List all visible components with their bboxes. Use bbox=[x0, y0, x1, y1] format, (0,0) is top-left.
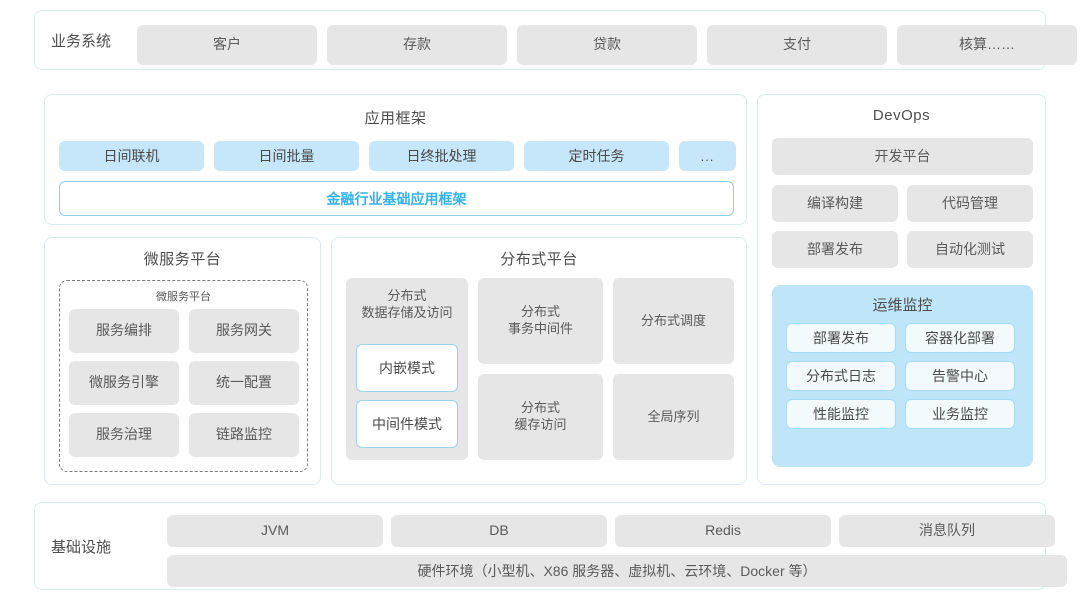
business-systems-panel: 业务系统 客户 存款 贷款 支付 核算…… bbox=[34, 10, 1077, 70]
storage-mode-middleware[interactable]: 中间件模式 bbox=[356, 400, 458, 448]
ops-monitoring-group: 运维监控 部署发布 容器化部署 分布式日志 告警中心 性能监控 业务监控 bbox=[772, 285, 1033, 467]
business-item-customer[interactable]: 客户 bbox=[137, 25, 317, 65]
distributed-transaction-middleware[interactable]: 分布式 事务中间件 bbox=[478, 278, 603, 364]
infrastructure-items: JVM DB Redis 消息队列 bbox=[167, 515, 1055, 547]
microservice-inner-group: 微服务平台 服务编排 服务网关 微服务引擎 统一配置 服务治理 链路监控 bbox=[59, 280, 308, 472]
application-framework-panel: 应用框架 日间联机 日间批量 日终批处理 定时任务 ... 金融行业基础应用框架 bbox=[44, 94, 747, 225]
distributed-platform-panel: 分布式平台 分布式 数据存储及访问 内嵌模式 中间件模式 分布式 事务中间件 分… bbox=[331, 237, 747, 485]
infrastructure-item-jvm[interactable]: JVM bbox=[167, 515, 383, 547]
business-item-deposit[interactable]: 存款 bbox=[327, 25, 507, 65]
business-systems-list: 客户 存款 贷款 支付 核算…… bbox=[137, 25, 1077, 65]
microservice-item-trace-monitor[interactable]: 链路监控 bbox=[189, 413, 299, 457]
distributed-cache-access[interactable]: 分布式 缓存访问 bbox=[478, 374, 603, 460]
infrastructure-item-message-queue[interactable]: 消息队列 bbox=[839, 515, 1055, 547]
microservice-items: 服务编排 服务网关 微服务引擎 统一配置 服务治理 链路监控 bbox=[69, 309, 299, 457]
application-framework-items: 日间联机 日间批量 日终批处理 定时任务 ... bbox=[59, 141, 736, 171]
devops-panel: DevOps 开发平台 编译构建 代码管理 部署发布 自动化测试 运维监控 部署… bbox=[757, 94, 1046, 485]
business-item-loan[interactable]: 贷款 bbox=[517, 25, 697, 65]
business-item-accounting[interactable]: 核算…… bbox=[897, 25, 1077, 65]
microservice-item-unified-config[interactable]: 统一配置 bbox=[189, 361, 299, 405]
app-framework-item-eod-batch[interactable]: 日终批处理 bbox=[369, 141, 514, 171]
ops-item-business-monitor[interactable]: 业务监控 bbox=[905, 399, 1015, 429]
distributed-storage-label-line1: 分布式 bbox=[387, 288, 427, 303]
distributed-storage-group[interactable]: 分布式 数据存储及访问 内嵌模式 中间件模式 bbox=[346, 278, 468, 460]
ops-item-distributed-log[interactable]: 分布式日志 bbox=[786, 361, 896, 391]
app-framework-item-daytime-batch[interactable]: 日间批量 bbox=[214, 141, 359, 171]
storage-mode-embedded[interactable]: 内嵌模式 bbox=[356, 344, 458, 392]
hardware-environment[interactable]: 硬件环境（小型机、X86 服务器、虚拟机、云环境、Docker 等） bbox=[167, 555, 1067, 587]
microservice-item-gateway[interactable]: 服务网关 bbox=[189, 309, 299, 353]
distributed-cache-line1: 分布式 bbox=[520, 400, 560, 416]
distributed-tx-line1: 分布式 bbox=[520, 304, 560, 320]
business-systems-label: 业务系统 bbox=[51, 32, 112, 50]
ops-monitoring-items: 部署发布 容器化部署 分布式日志 告警中心 性能监控 业务监控 bbox=[786, 323, 1015, 429]
devops-item-compile-build[interactable]: 编译构建 bbox=[772, 185, 898, 222]
business-item-payment[interactable]: 支付 bbox=[707, 25, 887, 65]
devops-item-deploy-release[interactable]: 部署发布 bbox=[772, 231, 898, 268]
app-framework-item-scheduled-task[interactable]: 定时任务 bbox=[524, 141, 669, 171]
app-framework-item-more[interactable]: ... bbox=[679, 141, 736, 171]
devops-title: DevOps bbox=[872, 107, 931, 124]
distributed-tx-line2: 事务中间件 bbox=[507, 321, 573, 336]
microservice-platform-panel: 微服务平台 微服务平台 服务编排 服务网关 微服务引擎 统一配置 服务治理 链路… bbox=[44, 237, 321, 485]
distributed-platform-title: 分布式平台 bbox=[500, 251, 578, 268]
ops-item-containerized-deploy[interactable]: 容器化部署 bbox=[905, 323, 1015, 353]
ops-monitoring-title: 运维监控 bbox=[872, 297, 933, 314]
microservice-item-governance[interactable]: 服务治理 bbox=[69, 413, 179, 457]
distributed-scheduler[interactable]: 分布式调度 bbox=[613, 278, 734, 364]
distributed-cache-line2: 缓存访问 bbox=[514, 417, 567, 432]
microservice-inner-title: 微服务平台 bbox=[156, 291, 211, 303]
ops-item-performance-monitor[interactable]: 性能监控 bbox=[786, 399, 896, 429]
devops-item-dev-platform[interactable]: 开发平台 bbox=[772, 138, 1033, 175]
app-framework-item-daytime-online[interactable]: 日间联机 bbox=[59, 141, 204, 171]
ops-item-alert-center[interactable]: 告警中心 bbox=[905, 361, 1015, 391]
application-framework-title: 应用框架 bbox=[364, 110, 427, 127]
distributed-storage-label-line2: 数据存储及访问 bbox=[361, 304, 453, 320]
ops-item-deploy-release[interactable]: 部署发布 bbox=[786, 323, 896, 353]
devops-items: 编译构建 代码管理 部署发布 自动化测试 bbox=[772, 185, 1033, 268]
infrastructure-panel: 基础设施 JVM DB Redis 消息队列 硬件环境（小型机、X86 服务器、… bbox=[34, 502, 1067, 590]
distributed-storage-label: 分布式 数据存储及访问 bbox=[346, 278, 468, 322]
infrastructure-label: 基础设施 bbox=[51, 538, 112, 556]
infrastructure-item-redis[interactable]: Redis bbox=[615, 515, 831, 547]
devops-item-automated-test[interactable]: 自动化测试 bbox=[907, 231, 1033, 268]
microservice-platform-title: 微服务平台 bbox=[143, 251, 222, 268]
microservice-item-engine[interactable]: 微服务引擎 bbox=[69, 361, 179, 405]
devops-item-code-management[interactable]: 代码管理 bbox=[907, 185, 1033, 222]
microservice-item-orchestration[interactable]: 服务编排 bbox=[69, 309, 179, 353]
financial-foundation-framework[interactable]: 金融行业基础应用框架 bbox=[59, 181, 734, 216]
global-sequence[interactable]: 全局序列 bbox=[613, 374, 734, 460]
infrastructure-item-db[interactable]: DB bbox=[391, 515, 607, 547]
